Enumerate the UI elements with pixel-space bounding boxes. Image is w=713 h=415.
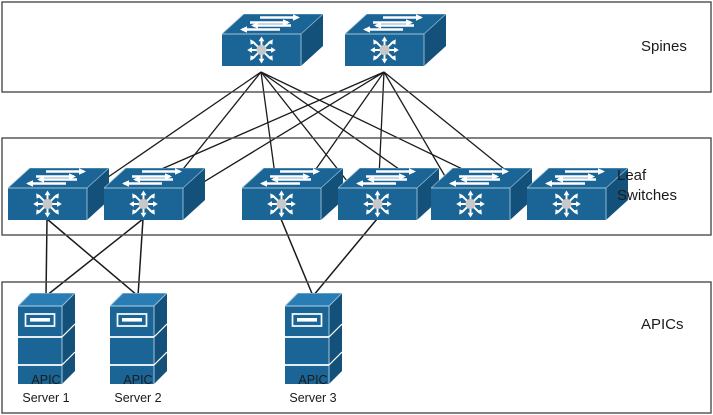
zone-leaf-switches (1, 137, 712, 236)
spine-group (222, 14, 446, 68)
leaf-icon-leaf-3[interactable] (242, 168, 343, 222)
server-icon-apic-2[interactable] (110, 293, 167, 384)
leaf-icon-leaf-1[interactable] (8, 168, 109, 222)
leaf-server-link-leaf-1-to-apic-1 (45, 218, 48, 297)
leaf-icon-leaf-5[interactable] (431, 168, 532, 222)
leaf-server-link-group (45, 218, 378, 297)
leaf-icon-leaf-4[interactable] (338, 168, 439, 222)
zone-label-spines: Spines (641, 38, 687, 55)
spine-icon-spine-2[interactable] (345, 14, 446, 68)
leaf-server-link-leaf-2-to-apic-1 (45, 218, 144, 297)
zone-spines (1, 1, 712, 93)
leaf-icon-leaf-2[interactable] (104, 168, 205, 222)
server-group (18, 293, 342, 384)
spine-icon-spine-1[interactable] (222, 14, 323, 68)
leaf-server-link-leaf-4-to-apic-3 (312, 218, 378, 297)
zone-apics (1, 281, 712, 414)
spine-leaf-link-group (46, 71, 567, 220)
leaf-server-link-leaf-3-to-apic-3 (280, 218, 314, 297)
leaf-group (8, 168, 628, 222)
leaf-server-link-leaf-1-to-apic-2 (46, 218, 139, 297)
server-icon-apic-3[interactable] (285, 293, 342, 384)
leaf-icon-leaf-6[interactable] (527, 168, 628, 222)
leaf-server-link-leaf-2-to-apic-2 (137, 218, 144, 297)
zone-label-apics: APICs (641, 316, 684, 333)
server-icon-apic-1[interactable] (18, 293, 75, 384)
